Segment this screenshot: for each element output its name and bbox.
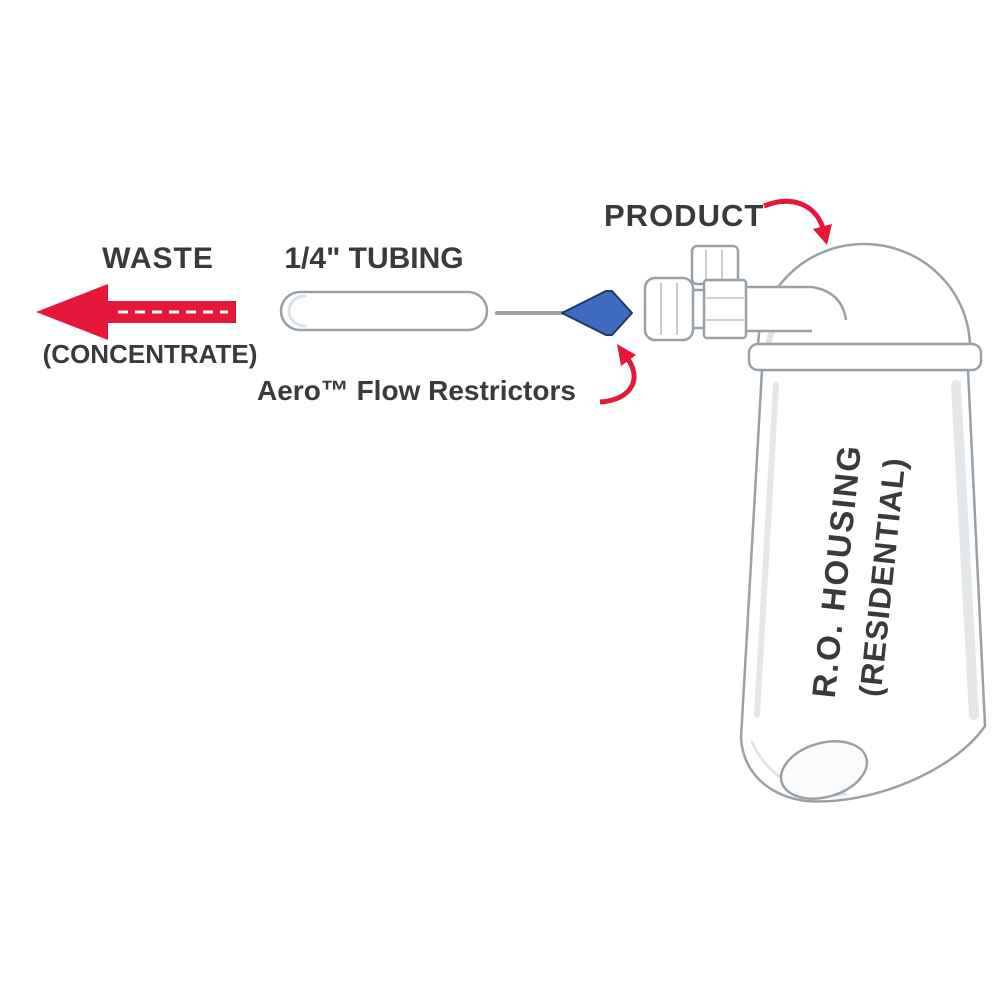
restrictor-pointer-arrow bbox=[599, 344, 637, 405]
housing-collar bbox=[747, 342, 983, 372]
tubing-segment bbox=[279, 290, 489, 332]
housing-body-shading-left bbox=[754, 382, 779, 718]
housing-body-shading-right bbox=[951, 380, 979, 720]
compression-nut bbox=[643, 276, 695, 342]
housing-bottom-opening bbox=[779, 740, 869, 800]
concentrate-label: (CONCENTRATE) bbox=[43, 339, 258, 369]
compression-nut-flats bbox=[660, 283, 678, 335]
restrictor-pointer-curve bbox=[599, 353, 637, 405]
restrictor-cone bbox=[561, 290, 633, 336]
tubing-label: 1/4" TUBING bbox=[284, 242, 463, 275]
product-label: PRODUCT bbox=[604, 198, 764, 233]
waste-label: WASTE bbox=[102, 242, 214, 275]
tubing-capsule bbox=[279, 290, 489, 332]
ro-housing: R.O. HOUSING (RESIDENTIAL) bbox=[739, 242, 987, 803]
elbow-bend-line bbox=[811, 285, 848, 321]
housing-body bbox=[739, 368, 987, 803]
tubing-end-shading bbox=[287, 294, 307, 328]
elbow-fitting bbox=[742, 285, 812, 333]
flow-restrictor bbox=[495, 290, 633, 336]
waste-arrow-group bbox=[36, 284, 236, 340]
fitting-assembly bbox=[643, 244, 848, 342]
hex-nut-flats bbox=[706, 297, 744, 321]
product-pointer-curve bbox=[763, 198, 827, 233]
top-port-nut bbox=[690, 244, 740, 286]
restrictor-pointer-head bbox=[617, 344, 636, 366]
product-pointer-head bbox=[813, 224, 832, 245]
product-pointer-arrow bbox=[763, 198, 832, 245]
restrictors-label: Aero™ Flow Restrictors bbox=[257, 375, 576, 406]
hex-nut bbox=[702, 278, 748, 340]
top-port-nut-flats bbox=[705, 250, 723, 280]
